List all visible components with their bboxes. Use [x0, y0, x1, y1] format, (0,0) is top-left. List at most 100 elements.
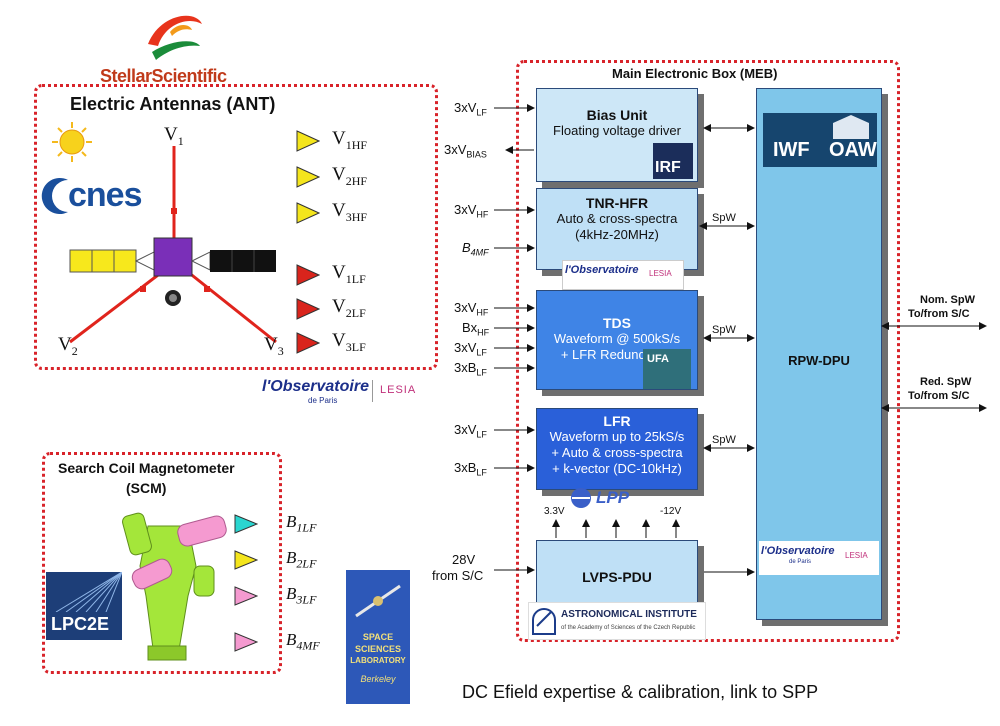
bias-line1: Floating voltage driver	[553, 123, 681, 138]
power-3v3-label: 3.3V	[544, 506, 565, 517]
ant-output-label: V1LF	[332, 262, 366, 287]
output-main: B	[286, 630, 297, 649]
observatory-dome-icon	[532, 608, 556, 635]
observatoire-text: l'Observatoire	[761, 545, 835, 557]
output-main: V	[332, 200, 346, 221]
sig-sub: HF	[476, 307, 489, 318]
sig-main: 3xV	[454, 422, 477, 437]
lvps-title: LVPS-PDU	[582, 569, 652, 585]
v2-main: V	[58, 334, 72, 355]
building-icon	[833, 115, 869, 139]
meb-title: Main Electronic Box (MEB)	[612, 66, 778, 81]
ufa-text: UFA	[647, 353, 669, 365]
ssl-line2: SCIENCES	[354, 644, 401, 654]
red-amplifier-icon	[296, 332, 320, 354]
lfr-blf-input-label: 3xBLF	[454, 460, 487, 478]
lpc2e-rays-icon	[55, 572, 122, 612]
ssl-line4: Berkeley	[360, 674, 396, 684]
tds-vlf-input-label: 3xVLF	[454, 340, 487, 358]
bias-vbias-output-label: 3xVBIAS	[444, 142, 487, 160]
meb-box	[516, 60, 900, 642]
ant-output-label: V3HF	[332, 200, 367, 225]
scm-output-item	[234, 586, 259, 611]
astronomical-institute-logo: ASTRONOMICAL INSTITUTE of the Academy of…	[528, 602, 706, 640]
tds-title: TDS	[603, 315, 631, 331]
scm-output-label: B2LF	[286, 548, 316, 571]
footer-caption: DC Efield expertise & calibration, link …	[462, 682, 819, 702]
sig-sub: HF	[476, 209, 489, 220]
observatoire-logo: l'Observatoire de Paris LESIA	[262, 376, 432, 410]
pink-amplifier-icon	[234, 586, 259, 606]
lfr-title: LFR	[603, 413, 631, 429]
stellar-logo-icon	[140, 4, 210, 70]
tnr-title: TNR-HFR	[585, 195, 649, 211]
output-sub: 1LF	[296, 520, 317, 535]
red-spw-line1: Red. SpW	[920, 376, 972, 388]
astro-line2: of the Academy of Sciences of the Czech …	[561, 625, 696, 631]
sig-sub: LF	[476, 347, 487, 358]
scm-output-item	[234, 550, 259, 575]
output-sub: 3LF	[296, 592, 317, 607]
antenna-v2-label: V2	[58, 334, 78, 359]
observatoire-logo-dpu: l'Observatoire de Paris LESIA	[759, 541, 879, 575]
yellow-amplifier-icon	[296, 202, 320, 224]
scm-title-line1: Search Coil Magnetometer	[58, 460, 235, 476]
tds-bx-input-label: BxHF	[462, 320, 489, 338]
nom-spw-line2: To/from S/C	[908, 308, 970, 320]
tnr-b4-input-label: B4MF	[462, 240, 489, 258]
scm-box	[42, 452, 282, 674]
tds-block: TDS Waveform @ 500kS/s + LFR Redundancy …	[536, 290, 698, 390]
yellow-amplifier-icon	[234, 550, 259, 570]
sun-icon	[50, 120, 94, 164]
tds-blf-input-label: 3xBLF	[454, 360, 487, 378]
v3-main: V	[264, 334, 278, 355]
oaw-text: OAW	[829, 139, 877, 161]
ant-box	[34, 84, 438, 370]
cnes-logo-icon	[38, 174, 74, 218]
astro-line1: ASTRONOMICAL INSTITUTE	[561, 609, 697, 620]
yellow-amplifier-icon	[296, 166, 320, 188]
sig-main: 3xB	[454, 360, 477, 375]
ufa-logo: UFA	[643, 349, 691, 389]
observatoire-text: l'Observatoire	[565, 264, 639, 276]
lesia-text: LESIA	[649, 269, 672, 278]
output-main: B	[286, 584, 297, 603]
tds-vhf-input-label: 3xVHF	[454, 300, 488, 318]
sig-sub: LF	[476, 367, 487, 378]
output-sub: 4MF	[296, 638, 320, 653]
sig-sub: BIAS	[466, 149, 487, 160]
lesia-text: LESIA	[845, 551, 868, 560]
ant-output-label: V2LF	[332, 296, 366, 321]
scm-output-item	[234, 632, 259, 657]
ssl-logo: SPACE SCIENCES LABORATORY Berkeley	[346, 570, 410, 704]
sig-main: B	[462, 240, 471, 255]
output-main: V	[332, 164, 346, 185]
lfr-line3: + k-vector (DC-10kHz)	[552, 461, 682, 476]
output-sub: 2HF	[345, 173, 368, 188]
power-minus12v-label: -12V	[660, 506, 682, 517]
v1-sub: 1	[177, 133, 184, 148]
lpp-text: LPP	[596, 488, 630, 507]
logo-divider	[372, 380, 373, 402]
tnr-vhf-input-label: 3xVHF	[454, 202, 488, 220]
output-sub: 3HF	[345, 209, 368, 224]
ssl-line3: LABORATORY	[350, 656, 406, 665]
lpp-logo: LPP	[570, 486, 650, 510]
lpc2e-logo: LPC2E	[46, 572, 122, 640]
antenna-v1-label: V1	[164, 124, 184, 149]
power-from-sc-label: from S/C	[432, 568, 484, 583]
lfr-vlf-input-label: 3xVLF	[454, 422, 487, 440]
output-sub: 1LF	[345, 271, 366, 286]
output-main: V	[332, 262, 346, 283]
irf-logo: IRF	[653, 143, 693, 179]
output-sub: 3LF	[345, 339, 366, 354]
sig-main: 3xV	[454, 202, 477, 217]
observatoire-text: l'Observatoire	[262, 378, 369, 395]
tnr-line1: Auto & cross-spectra	[556, 211, 678, 226]
output-sub: 1HF	[345, 137, 368, 152]
stellar-brand: StellarScientific	[100, 66, 227, 86]
sig-main: 3xB	[454, 460, 477, 475]
bias-unit-block: Bias Unit Floating voltage driver IRF	[536, 88, 698, 182]
sig-main: 3xV	[454, 340, 477, 355]
